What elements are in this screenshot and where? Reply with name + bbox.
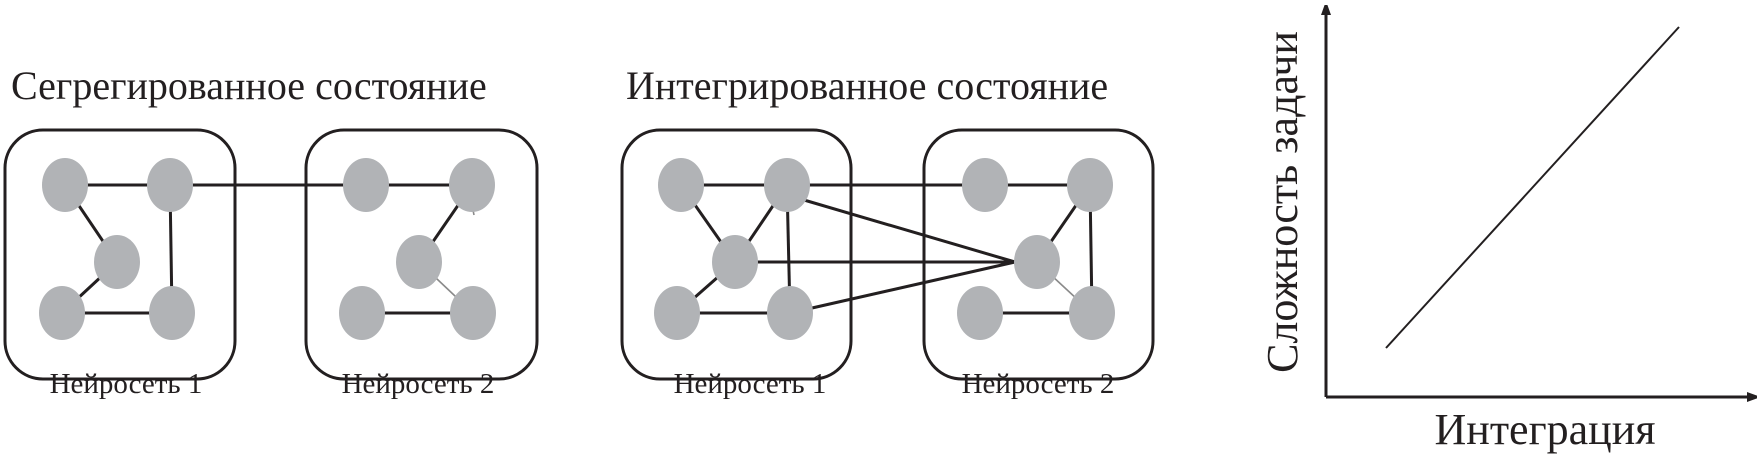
node (658, 158, 704, 212)
network-1-label: Нейросеть 1 (674, 368, 827, 400)
node (94, 235, 140, 289)
node (450, 286, 496, 340)
node (42, 158, 88, 212)
inter-network-edge (789, 260, 1016, 315)
y-axis-label: Сложность задачи (1258, 31, 1307, 373)
node (767, 286, 813, 340)
trend-line (1385, 26, 1680, 349)
segregated-title: Сегрегированное состояние (11, 63, 487, 108)
nodes (654, 158, 1115, 340)
node (39, 286, 85, 340)
network-2-box (922, 128, 1155, 381)
node (343, 158, 389, 212)
node (962, 158, 1008, 212)
node (957, 286, 1003, 340)
node (449, 158, 495, 212)
segregated-panel: Сегрегированное состояние (3, 63, 539, 400)
network-1-box (3, 128, 237, 381)
network-2-label: Нейросеть 2 (342, 368, 495, 400)
nodes (39, 158, 496, 340)
node (396, 235, 442, 289)
integrated-panel: Интегрированное состояние (620, 63, 1155, 400)
integrated-title: Интегрированное состояние (626, 63, 1108, 108)
node (1014, 235, 1060, 289)
integration-complexity-graph: Интеграция Сложность задачи (1258, 6, 1756, 454)
node (149, 286, 195, 340)
node (1069, 286, 1115, 340)
inter-network-edge (786, 193, 1016, 264)
network-1-box (620, 128, 853, 381)
node (654, 286, 700, 340)
node (1067, 158, 1113, 212)
node (147, 158, 193, 212)
node (712, 235, 758, 289)
node (764, 158, 810, 212)
network-2-box (304, 128, 539, 381)
node (339, 286, 385, 340)
network-1-label: Нейросеть 1 (50, 368, 203, 400)
x-axis-label: Интеграция (1435, 405, 1656, 454)
network-2-label: Нейросеть 2 (962, 368, 1115, 400)
